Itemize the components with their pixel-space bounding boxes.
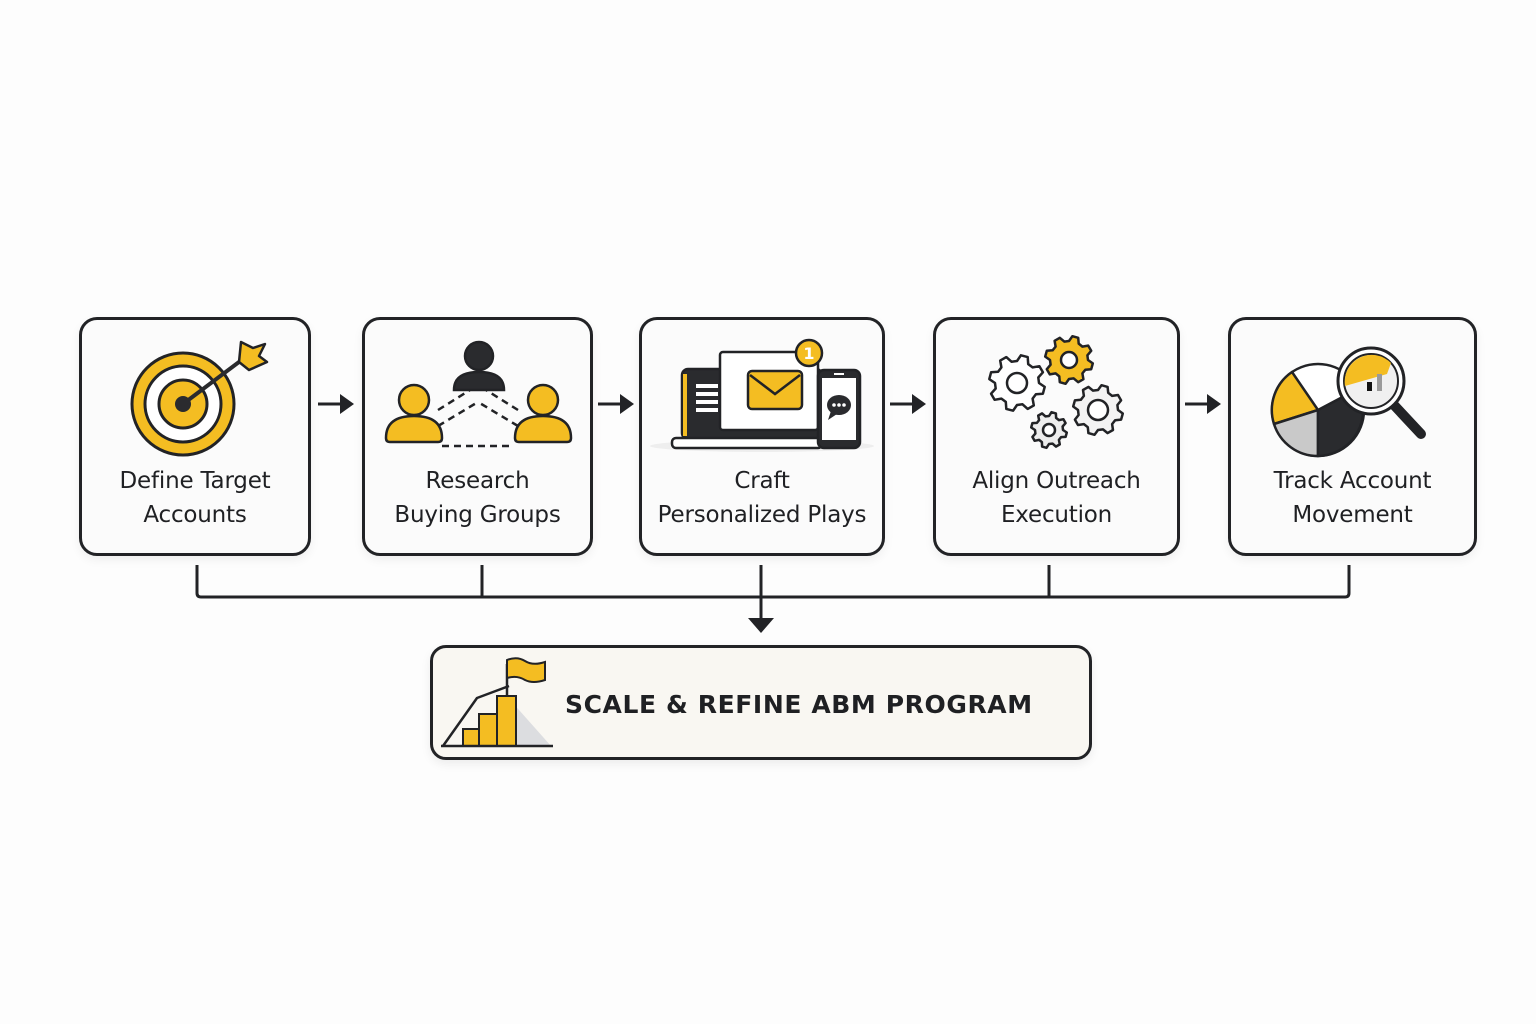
step-label-line2: Execution (1000, 502, 1113, 528)
buying-group-icon (365, 334, 590, 459)
down-arrow-head (748, 618, 774, 633)
connector-line-1 (195, 565, 1351, 599)
gear-right-icon (1071, 383, 1124, 437)
target-icon (82, 334, 308, 459)
step-track-account-movement: Track Account Movement (1228, 317, 1477, 556)
step-label-line1: Track Account (1273, 468, 1432, 494)
step-label: Define Target Accounts (82, 464, 308, 532)
step-label-line2: Accounts (143, 502, 247, 528)
gears-icon (936, 334, 1177, 459)
step-label-line2: Movement (1292, 502, 1413, 528)
pie-chart-magnifier-icon (1231, 334, 1474, 459)
step-label-line1: Research (425, 468, 530, 494)
step-align-outreach-execution: Align Outreach Execution (933, 317, 1180, 556)
final-step-title: SCALE & REFINE ABM PROGRAM (565, 690, 1033, 719)
step-label-line1: Define Target (119, 468, 271, 494)
gear-large-left-icon (987, 354, 1046, 412)
step-label-line1: Craft (734, 468, 790, 494)
step-label-line2: Buying Groups (394, 502, 561, 528)
step-craft-personalized-plays: 1 Craft Personalized Plays (639, 317, 885, 556)
step-label-line2: Personalized Plays (657, 502, 867, 528)
step-label: Track Account Movement (1231, 464, 1474, 532)
final-step-scale-refine: SCALE & REFINE ABM PROGRAM (430, 645, 1092, 760)
step-label: Research Buying Groups (365, 464, 590, 532)
gear-small-bottom-icon (1029, 410, 1068, 450)
step-label: Craft Personalized Plays (642, 464, 882, 532)
step-label: Align Outreach Execution (936, 464, 1177, 532)
flow-arrow-4 (1183, 392, 1225, 420)
step-label-line1: Align Outreach (972, 468, 1141, 494)
notification-badge: 1 (803, 344, 814, 363)
flow-arrow-2 (596, 392, 638, 420)
growth-flag-icon (441, 656, 556, 755)
step-research-buying-groups: Research Buying Groups (362, 317, 593, 556)
flow-arrow-3 (888, 392, 930, 420)
gear-accent-icon (1043, 334, 1094, 386)
flow-arrow-1 (316, 392, 358, 420)
step-define-target-accounts: Define Target Accounts (79, 317, 311, 556)
multichannel-devices-icon: 1 (642, 334, 882, 459)
